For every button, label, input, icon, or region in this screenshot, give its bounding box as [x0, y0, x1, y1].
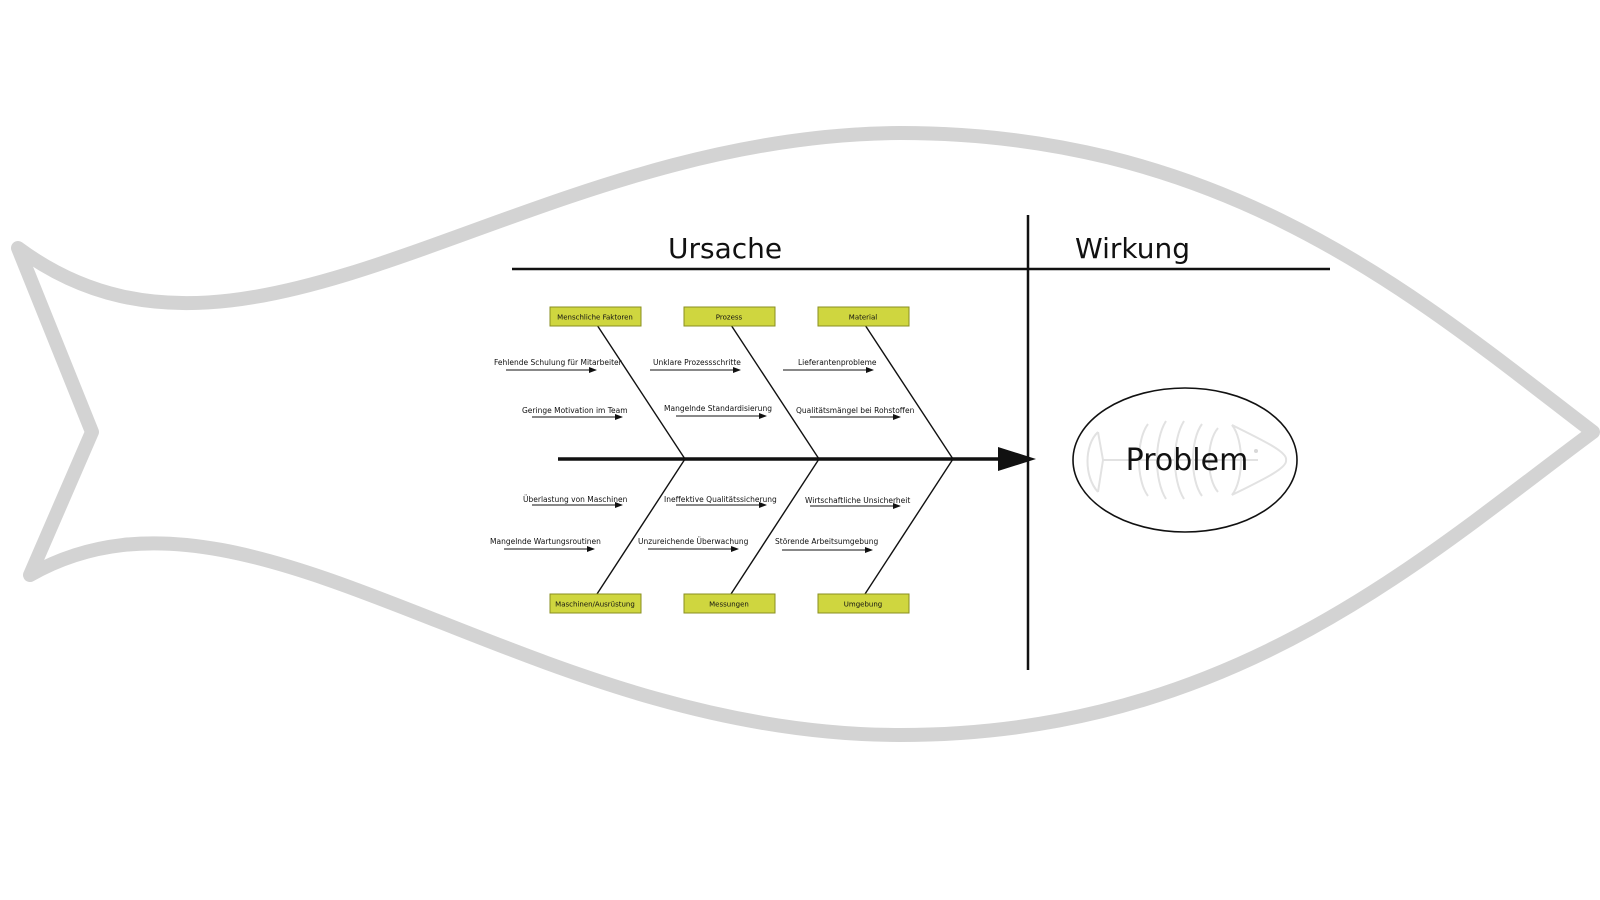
bone-material [864, 324, 954, 460]
category-label: Prozess [716, 314, 743, 322]
effect-heading: Wirkung [1075, 232, 1190, 265]
cause-label: Mangelnde Wartungsroutinen [490, 537, 601, 546]
category-label: Messungen [709, 601, 749, 609]
cause-label: Unklare Prozessschritte [653, 358, 741, 367]
category-messungen: Messungen [683, 593, 776, 614]
cause-label: Geringe Motivation im Team [522, 406, 628, 415]
problem-node: Problem [1072, 387, 1298, 533]
bone-maschinen [596, 458, 686, 595]
cause-label: Qualitätsmängel bei Rohstoffen [796, 406, 915, 415]
bone-prozess [730, 324, 820, 460]
category-label: Maschinen/Ausrüstung [555, 601, 635, 609]
problem-label: Problem [1126, 443, 1249, 478]
bone-messungen [730, 458, 820, 595]
category-prozess: Prozess [683, 306, 776, 327]
cause-label: Unzureichende Überwachung [638, 537, 749, 546]
cause-label: Fehlende Schulung für Mitarbeiter [494, 358, 623, 367]
fish-outline [11, 126, 1600, 742]
spine-arrowhead [998, 447, 1036, 471]
category-label: Umgebung [844, 601, 882, 609]
cause-label: Mangelnde Standardisierung [664, 404, 772, 413]
bone-menschliche-faktoren [596, 324, 686, 460]
category-label: Menschliche Faktoren [557, 314, 633, 322]
category-label: Material [849, 314, 877, 322]
category-menschliche-faktoren: Menschliche Faktoren [549, 306, 642, 327]
cause-label: Wirtschaftliche Unsicherheit [805, 496, 910, 505]
bone-umgebung [864, 458, 954, 595]
category-umgebung: Umgebung [817, 593, 910, 614]
cause-label: Überlastung von Maschinen [523, 495, 628, 504]
cause-label: Lieferantenprobleme [798, 358, 877, 367]
fish-eye-icon [1254, 449, 1258, 453]
category-material: Material [817, 306, 910, 327]
cause-label: Störende Arbeitsumgebung [775, 537, 879, 546]
cause-label: Ineffektive Qualitätssicherung [664, 495, 777, 504]
category-maschinen-ausruestung: Maschinen/Ausrüstung [549, 593, 642, 614]
cause-heading: Ursache [668, 232, 782, 265]
fish-skeleton-icon [1086, 420, 1287, 500]
